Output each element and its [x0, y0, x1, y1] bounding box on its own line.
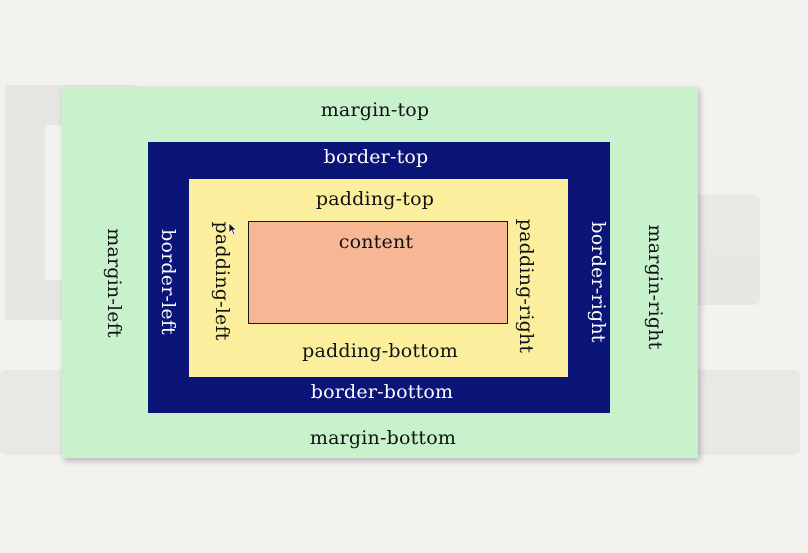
box-model-diagram: margin-top margin-bottom margin-left mar… — [62, 87, 698, 458]
content-area — [248, 221, 508, 324]
margin-left-label: margin-left — [103, 228, 125, 338]
padding-top-label: padding-top — [315, 188, 435, 210]
padding-right-label: padding-right — [515, 218, 537, 354]
margin-top-label: margin-top — [320, 99, 430, 121]
content-label: content — [338, 231, 414, 253]
border-left-label: border-left — [157, 229, 179, 335]
mouse-pointer-icon — [228, 222, 238, 236]
padding-left-label: padding-left — [211, 221, 233, 341]
border-bottom-label: border-bottom — [310, 381, 454, 403]
margin-right-label: margin-right — [644, 224, 666, 350]
border-right-label: border-right — [587, 221, 609, 343]
margin-bottom-label: margin-bottom — [309, 427, 457, 449]
padding-bottom-label: padding-bottom — [302, 340, 458, 362]
border-top-label: border-top — [323, 146, 429, 168]
